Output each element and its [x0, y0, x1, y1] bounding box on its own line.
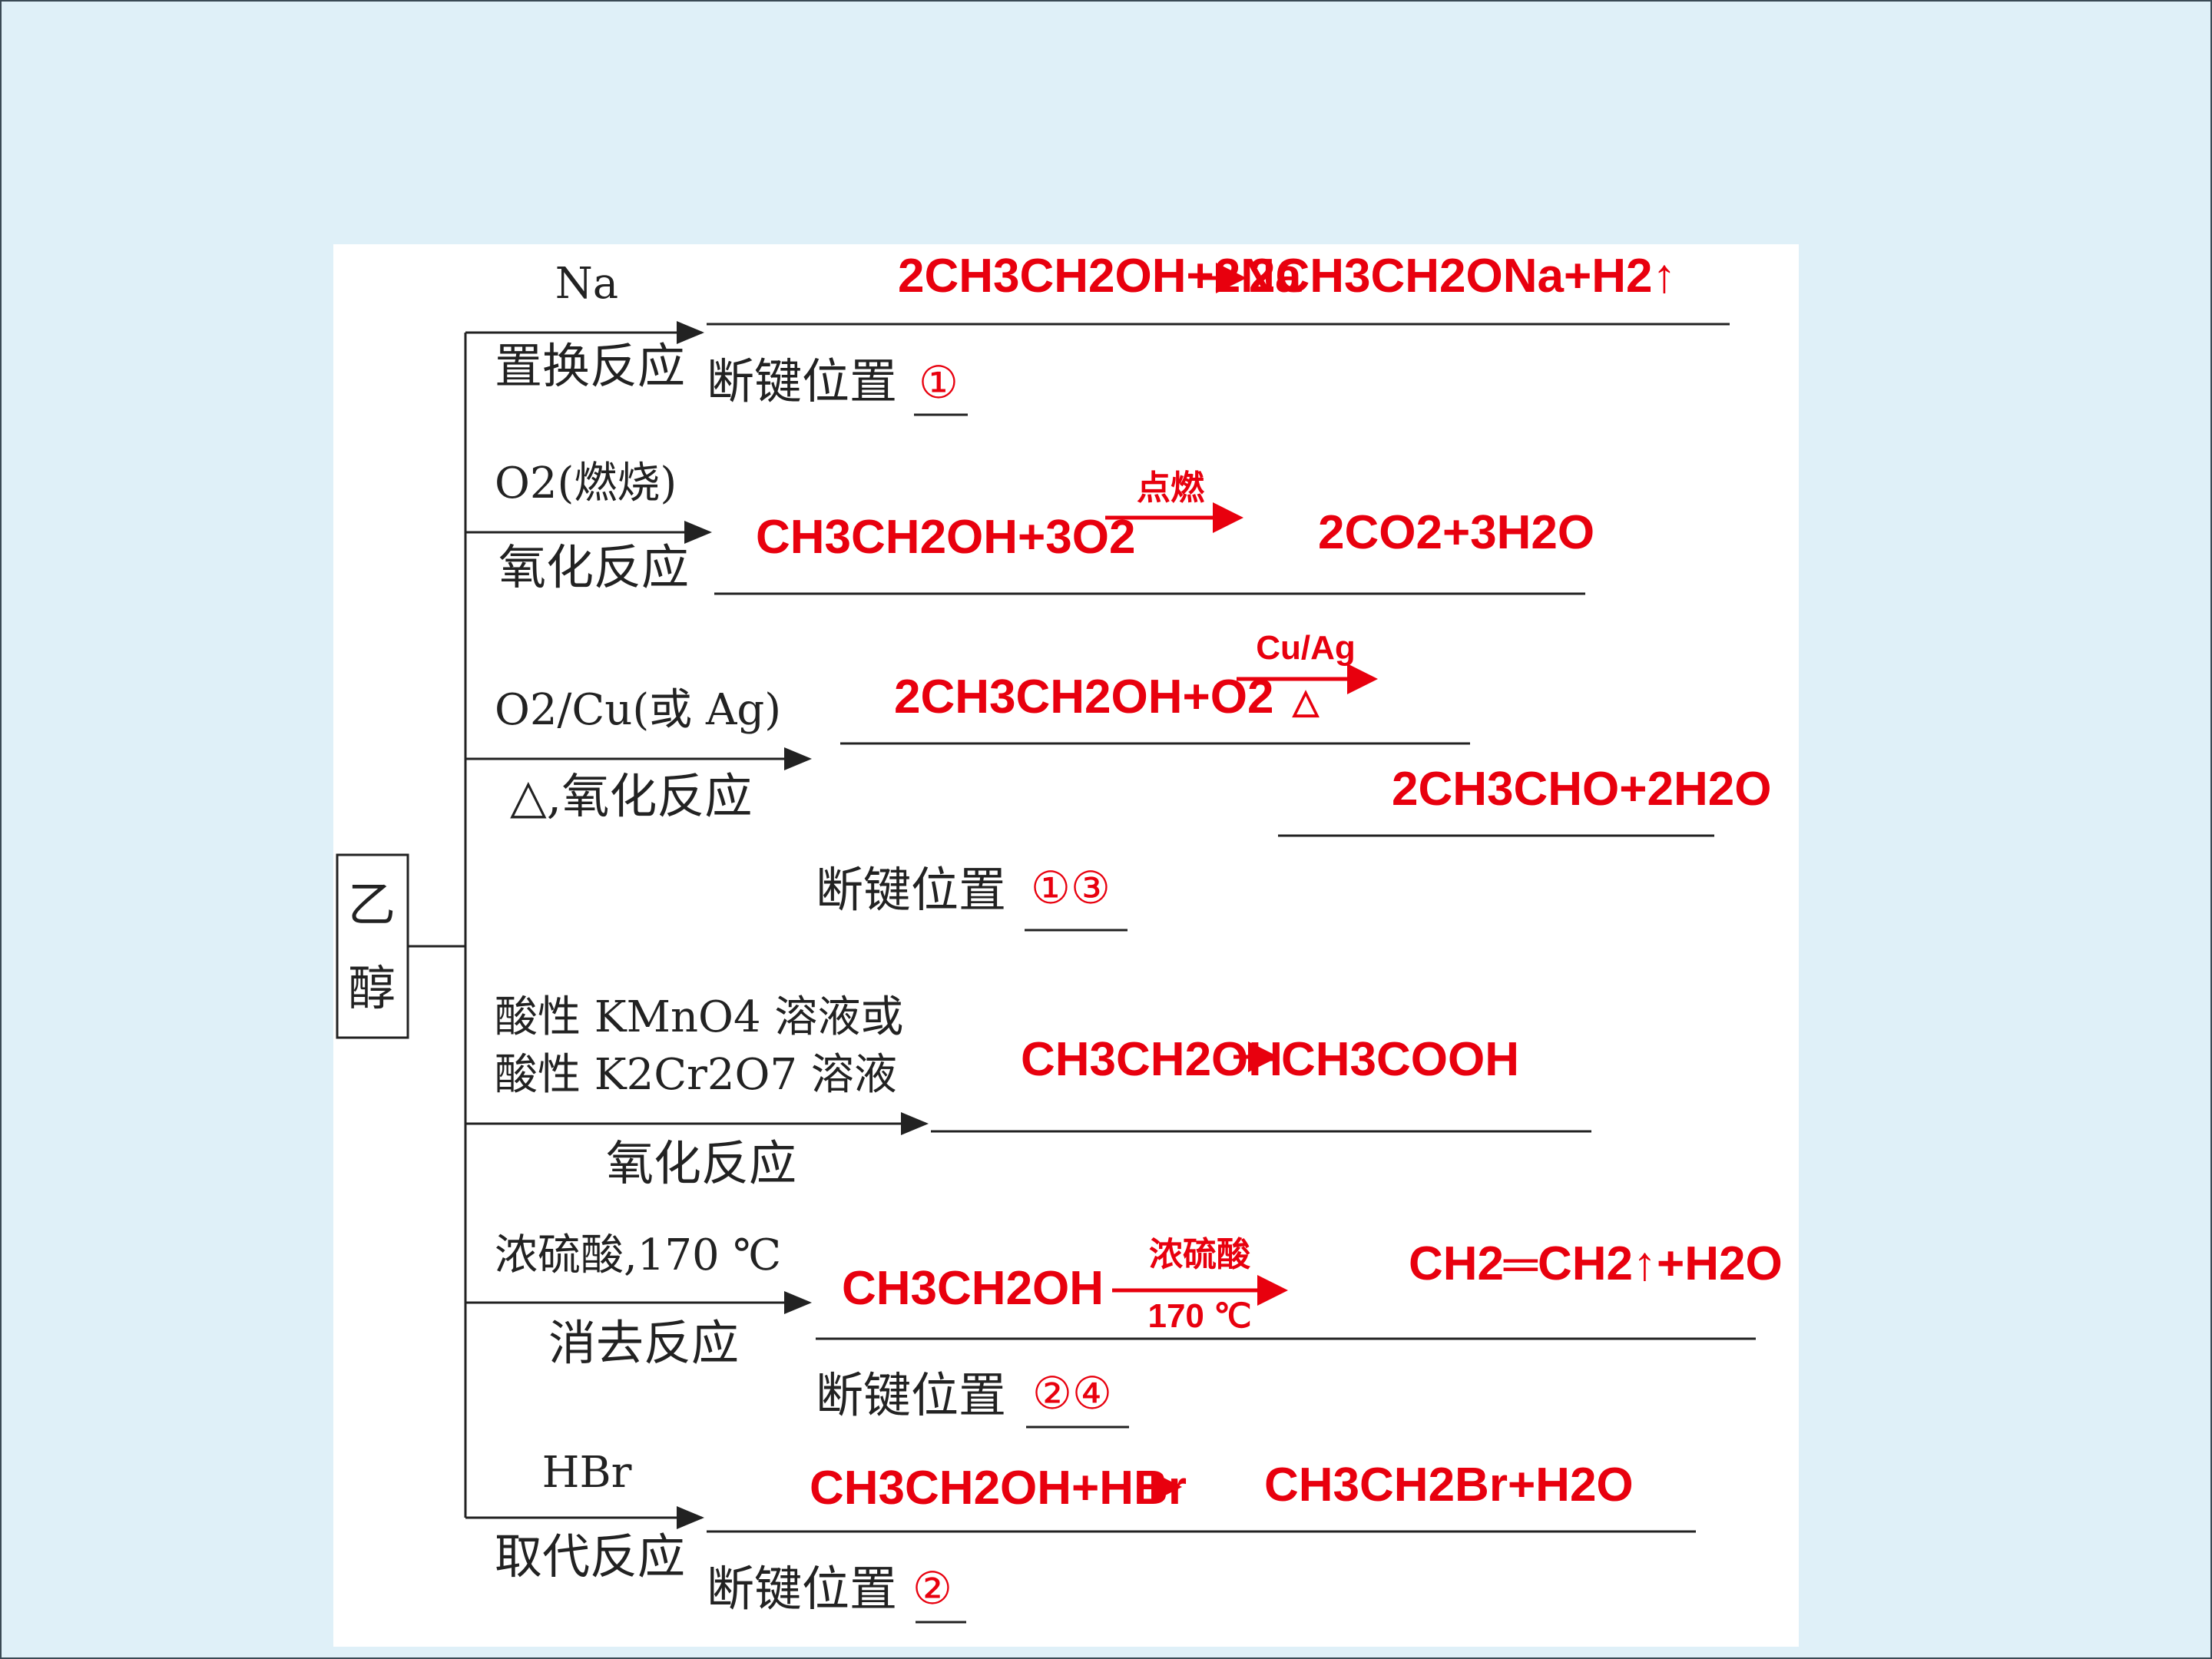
- break-label: 断键位置: [816, 1367, 1006, 1423]
- reagent-label-line-1: 酸性 KMnO4 溶液或: [495, 992, 903, 1042]
- reagent-label: HBr: [542, 1448, 632, 1498]
- branch-oxidant-solution: 酸性 KMnO4 溶液或 酸性 K2Cr2O7 溶液 氧化反应 CH3CH2OH…: [465, 992, 1591, 1191]
- equation-rhs: 2CH3CHO+2H2O: [1392, 763, 1771, 816]
- branch-na: Na 置换反应 2CH3CH2OH+2Na 2CH3CH2ONa+H2↑ 断键位…: [465, 250, 1730, 416]
- ethanol-reaction-diagram: 乙 醇 Na 置换反应 2CH3CH2OH+2Na 2CH3CH2ONa+H2↑…: [336, 250, 1783, 1624]
- condition-bottom: △: [1292, 683, 1320, 720]
- bond-position: ②④: [1032, 1367, 1112, 1419]
- break-label: 断键位置: [816, 862, 1006, 918]
- break-label: 断键位置: [707, 353, 897, 409]
- reagent-label: O2(燃烧): [495, 459, 677, 508]
- equation-lhs: 2CH3CH2OH+O2: [894, 671, 1273, 724]
- reagent-label: 浓硫酸,170 ℃: [495, 1230, 781, 1280]
- condition-top: 浓硫酸: [1149, 1236, 1251, 1273]
- bond-position: ①③: [1031, 862, 1111, 914]
- equation-lhs: CH3CH2OH: [842, 1262, 1104, 1315]
- break-label: 断键位置: [707, 1561, 897, 1617]
- root-char-1: 乙: [348, 876, 396, 932]
- equation-rhs: 2CO2+3H2O: [1318, 506, 1594, 559]
- equation-rhs: CH3COOH: [1281, 1033, 1519, 1086]
- condition-top: Cu/Ag: [1256, 629, 1356, 667]
- equation-rhs: 2CH3CH2ONa+H2↑: [1249, 250, 1677, 303]
- equation-rhs: CH3CH2Br+H2O: [1264, 1459, 1634, 1512]
- branch-o2-combustion: O2(燃烧) 氧化反应 CH3CH2OH+3O2 点燃 2CO2+3H2O: [465, 459, 1594, 595]
- bond-position: ①: [919, 356, 959, 409]
- branch-hbr: HBr 取代反应 CH3CH2OH+HBr CH3CH2Br+H2O 断键位置 …: [465, 1448, 1696, 1624]
- reaction-type: 氧化反应: [498, 539, 689, 595]
- reaction-type: 取代反应: [495, 1528, 685, 1584]
- branch-elimination: 浓硫酸,170 ℃ 消去反应 CH3CH2OH 浓硫酸 170 ℃ CH2═CH…: [465, 1230, 1783, 1429]
- condition-bottom: 170 ℃: [1147, 1297, 1251, 1335]
- reaction-type: 置换反应: [495, 338, 685, 394]
- reagent-label: O2/Cu(或 Ag): [495, 685, 781, 735]
- equation-lhs: CH3CH2OH+HBr: [810, 1462, 1187, 1515]
- reaction-type: 氧化反应: [606, 1135, 796, 1191]
- reagent-label-line-2: 酸性 K2Cr2O7 溶液: [495, 1050, 897, 1100]
- equation-rhs: CH2═CH2↑+H2O: [1409, 1237, 1783, 1290]
- equation-lhs: CH3CH2OH+3O2: [756, 511, 1135, 564]
- reaction-type: △,氧化反应: [510, 768, 752, 824]
- reagent-label: Na: [555, 259, 618, 309]
- condition-top: 点燃: [1137, 469, 1205, 507]
- equation-lhs: CH3CH2OH: [1021, 1033, 1283, 1086]
- root-char-2: 醇: [348, 960, 396, 1016]
- branch-o2-cu: O2/Cu(或 Ag) △,氧化反应 2CH3CH2OH+O2 Cu/Ag △ …: [465, 629, 1771, 932]
- bond-position: ②: [912, 1562, 952, 1614]
- diagram-panel: 乙 醇 Na 置换反应 2CH3CH2OH+2Na 2CH3CH2ONa+H2↑…: [333, 244, 1799, 1647]
- reaction-type: 消去反应: [548, 1315, 739, 1371]
